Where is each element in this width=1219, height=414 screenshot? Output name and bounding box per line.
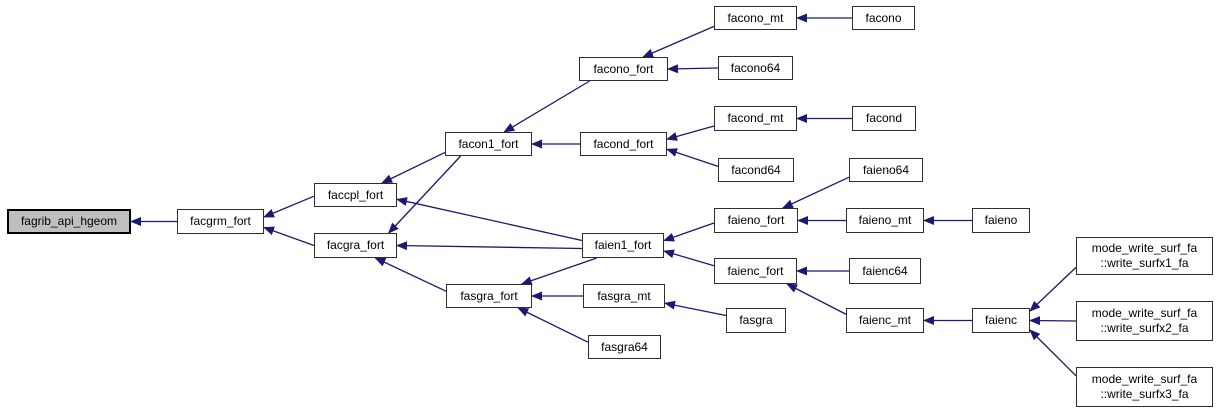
graph-node-faienc64[interactable]: faienc64 <box>849 258 921 284</box>
call-edge-write_surfx1-to-faienc <box>1029 266 1077 312</box>
call-edge-fasgra_fort-to-facgra_fort <box>374 257 447 292</box>
graph-node-facon1_fort[interactable]: facon1_fort <box>445 132 532 156</box>
call-edge-faienc_fort-to-faien1_fort <box>663 249 715 267</box>
graph-node-facond_mt[interactable]: facond_mt <box>714 106 797 131</box>
graph-node-fasgra_fort[interactable]: fasgra_fort <box>446 284 532 308</box>
graph-node-facond64[interactable]: facond64 <box>718 158 794 182</box>
call-edge-write_surfx3-to-faienc <box>1029 329 1077 377</box>
graph-node-faieno64[interactable]: faieno64 <box>849 158 923 182</box>
graph-node-facond_fort[interactable]: facond_fort <box>580 132 667 156</box>
call-edge-facon1_fort-to-faccpl_fort <box>381 151 446 184</box>
graph-node-faieno_mt[interactable]: faieno_mt <box>846 208 924 233</box>
graph-node-fasgra64[interactable]: fasgra64 <box>588 335 661 359</box>
graph-node-faienc_fort[interactable]: faienc_fort <box>714 258 797 284</box>
call-edge-facon1_fort-to-facgra_fort <box>388 155 462 234</box>
graph-node-facono[interactable]: facono <box>852 6 915 30</box>
call-edge-faienc_mt-to-faienc_fort <box>786 283 847 315</box>
graph-node-faieno_fort[interactable]: faieno_fort <box>714 208 798 233</box>
call-edge-facgra_fort-to-facgrm_fort <box>263 226 315 247</box>
graph-node-write_surfx2[interactable]: mode_write_surf_fa ::write_surfx2_fa <box>1076 301 1213 341</box>
call-edge-faccpl_fort-to-facgrm_fort <box>263 195 315 218</box>
call-edge-facond_mt-to-facond_fort <box>666 125 715 141</box>
call-edge-facond64-to-facond_fort <box>666 148 719 168</box>
graph-node-faienc_mt[interactable]: faienc_mt <box>846 308 924 333</box>
graph-node-fagrib_api_hgeom: fagrib_api_hgeom <box>7 209 131 234</box>
graph-node-write_surfx3[interactable]: mode_write_surf_fa ::write_surfx3_fa <box>1076 367 1213 407</box>
call-edge-write_surfx2-to-faienc <box>1029 316 1077 326</box>
graph-node-facono_fort[interactable]: facono_fort <box>579 57 668 81</box>
graph-node-facgra_fort[interactable]: facgra_fort <box>314 233 397 258</box>
graph-node-faien1_fort[interactable]: faien1_fort <box>582 233 664 258</box>
call-edge-faien1_fort-to-facgra_fort <box>396 241 583 251</box>
graph-node-facond[interactable]: facond <box>852 106 916 131</box>
call-edge-faieno64-to-faieno_fort <box>781 176 850 209</box>
call-edge-fasgra-to-fasgra_mt <box>664 300 727 317</box>
graph-node-fasgra_mt[interactable]: fasgra_mt <box>583 284 665 308</box>
call-edge-faieno_fort-to-faien1_fort <box>663 222 715 242</box>
call-edge-faien1_fort-to-fasgra_fort <box>520 257 597 285</box>
call-edge-fasgra64-to-fasgra_fort <box>517 307 589 343</box>
graph-node-faccpl_fort[interactable]: faccpl_fort <box>314 183 397 207</box>
call-edge-facono_mt-to-facono_fort <box>642 25 715 58</box>
call-edge-facono_fort-to-facon1_fort <box>503 80 591 133</box>
graph-node-facono64[interactable]: facono64 <box>718 56 793 80</box>
graph-node-facono_mt[interactable]: facono_mt <box>714 6 797 30</box>
graph-node-facgrm_fort[interactable]: facgrm_fort <box>177 209 264 234</box>
call-edge-facono64-to-facono_fort <box>667 64 719 74</box>
graph-node-write_surfx1[interactable]: mode_write_surf_fa ::write_surfx1_fa <box>1076 237 1213 275</box>
call-edge-faien1_fort-to-faccpl_fort <box>396 197 583 242</box>
graph-node-faieno[interactable]: faieno <box>972 208 1030 233</box>
graph-node-fasgra[interactable]: fasgra <box>726 308 786 333</box>
graph-node-faienc[interactable]: faienc <box>972 308 1030 333</box>
